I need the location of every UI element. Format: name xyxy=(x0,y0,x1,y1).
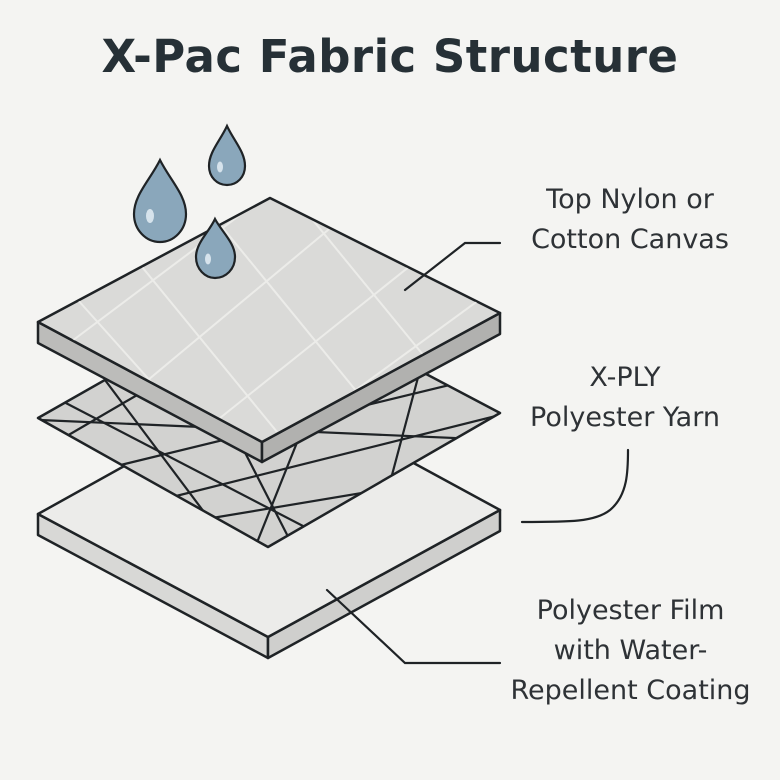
droplet-upper-icon xyxy=(207,123,247,187)
water-droplets xyxy=(132,123,247,280)
droplet-small-icon xyxy=(194,216,237,280)
droplet-large-icon xyxy=(132,157,188,244)
leader-line-middle xyxy=(520,448,630,524)
label-bot-line-1: Polyester Film xyxy=(536,595,725,626)
label-top-line-1: Top Nylon or xyxy=(546,184,714,215)
label-film: Polyester Film with Water- Repellent Coa… xyxy=(488,591,773,711)
top-fabric-surface xyxy=(36,196,502,444)
leader-line-bottom xyxy=(325,588,502,665)
label-top-line-2: Cotton Canvas xyxy=(531,224,729,255)
label-xply: X-PLY Polyester Yarn xyxy=(500,358,750,438)
leader-line-top xyxy=(403,241,502,292)
label-bot-line-3: Repellent Coating xyxy=(510,675,751,706)
label-top-fabric: Top Nylon or Cotton Canvas xyxy=(505,180,755,260)
leader-lines xyxy=(325,241,630,665)
top-fabric-layer xyxy=(36,196,502,464)
diagram-title: X-Pac Fabric Structure xyxy=(101,30,679,83)
label-mid-line-1: X-PLY xyxy=(589,362,661,393)
label-bot-line-2: with Water- xyxy=(553,635,708,666)
label-mid-line-2: Polyester Yarn xyxy=(530,402,720,433)
